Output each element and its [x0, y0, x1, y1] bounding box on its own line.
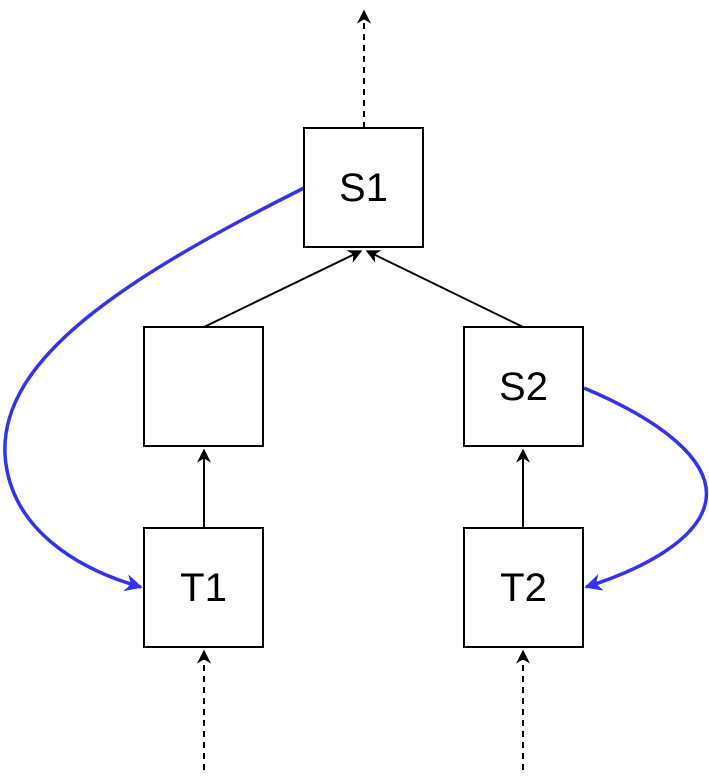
edge-s1-to-t1-curved	[3, 186, 305, 592]
node-mid-left	[143, 326, 264, 447]
node-s2: S2	[463, 326, 584, 447]
edge-mid-left-to-s1	[203, 250, 363, 328]
edge-s2-to-s1	[365, 250, 524, 328]
node-t1-label: T1	[180, 566, 227, 610]
edge-s2-to-t2-curved	[583, 386, 709, 591]
node-s2-label: S2	[499, 365, 548, 409]
node-t1: T1	[143, 527, 264, 648]
node-s1: S1	[303, 127, 424, 248]
node-t2-label: T2	[500, 566, 547, 610]
node-s1-label: S1	[339, 166, 388, 210]
node-t2: T2	[463, 527, 584, 648]
